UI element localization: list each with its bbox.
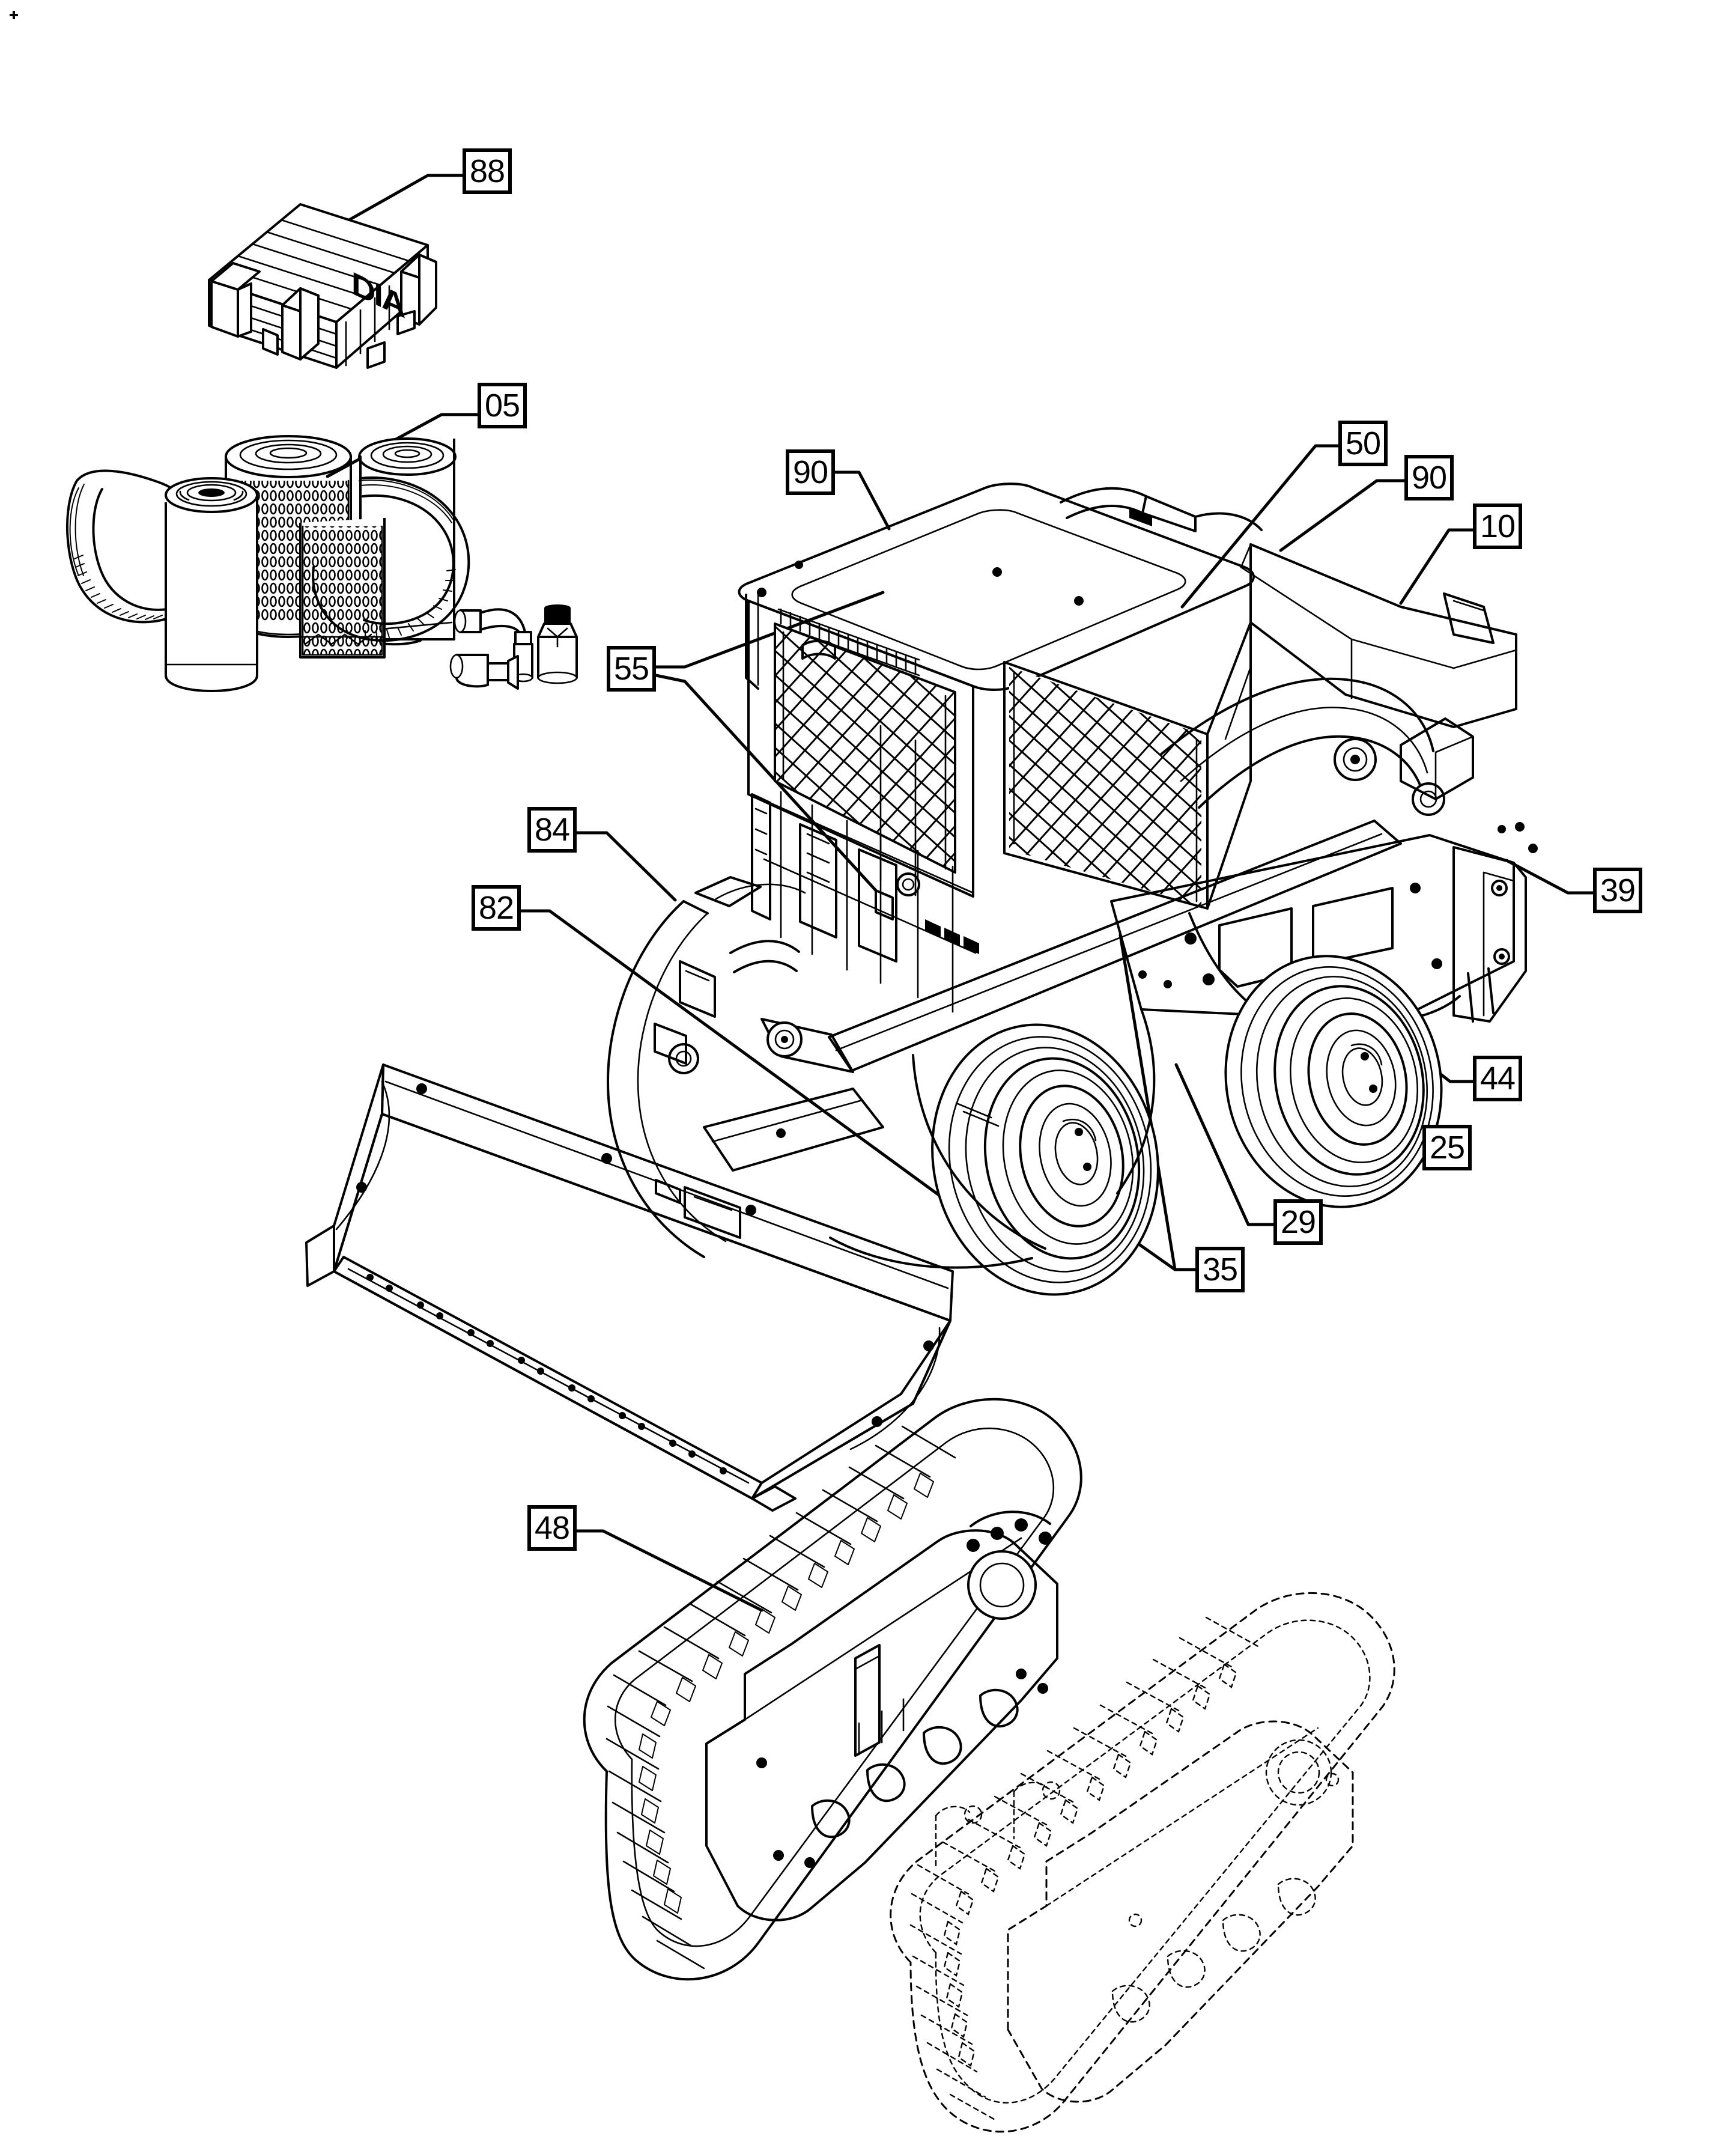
callout-39[interactable]: 39 (1593, 868, 1642, 913)
callout-88[interactable]: 88 (463, 148, 512, 194)
bucket-bolts (366, 1274, 727, 1474)
shipping-crate-art: DIA (208, 203, 437, 369)
skid-steer-loader-art (607, 482, 1538, 1296)
callout-25[interactable]: 25 (1422, 1125, 1472, 1170)
callout-35[interactable]: 35 (1195, 1247, 1245, 1292)
front-tire (931, 1023, 1159, 1296)
track-lugs (605, 1425, 956, 1970)
rubber-track-assembly-art (583, 1398, 1082, 1981)
callout-84[interactable]: 84 (527, 807, 577, 853)
registration-mark (10, 11, 18, 19)
callout-82[interactable]: 82 (472, 885, 521, 931)
callout-10[interactable]: 10 (1473, 504, 1522, 549)
callout-48[interactable]: 48 (527, 1505, 577, 1551)
rear-tire (1224, 955, 1443, 1208)
callout-90-right[interactable]: 90 (1404, 455, 1454, 500)
service-filter-kit-art (66, 435, 578, 692)
callout-44[interactable]: 44 (1473, 1056, 1522, 1101)
callout-50[interactable]: 50 (1338, 421, 1388, 466)
callout-05[interactable]: 05 (478, 383, 527, 428)
loader-bucket-art (305, 1063, 954, 1512)
callout-55[interactable]: 55 (607, 646, 656, 692)
callout-29[interactable]: 29 (1273, 1199, 1323, 1245)
callout-90-left[interactable]: 90 (786, 449, 835, 495)
rubber-track-assembly-phantom-art (890, 1592, 1395, 2133)
